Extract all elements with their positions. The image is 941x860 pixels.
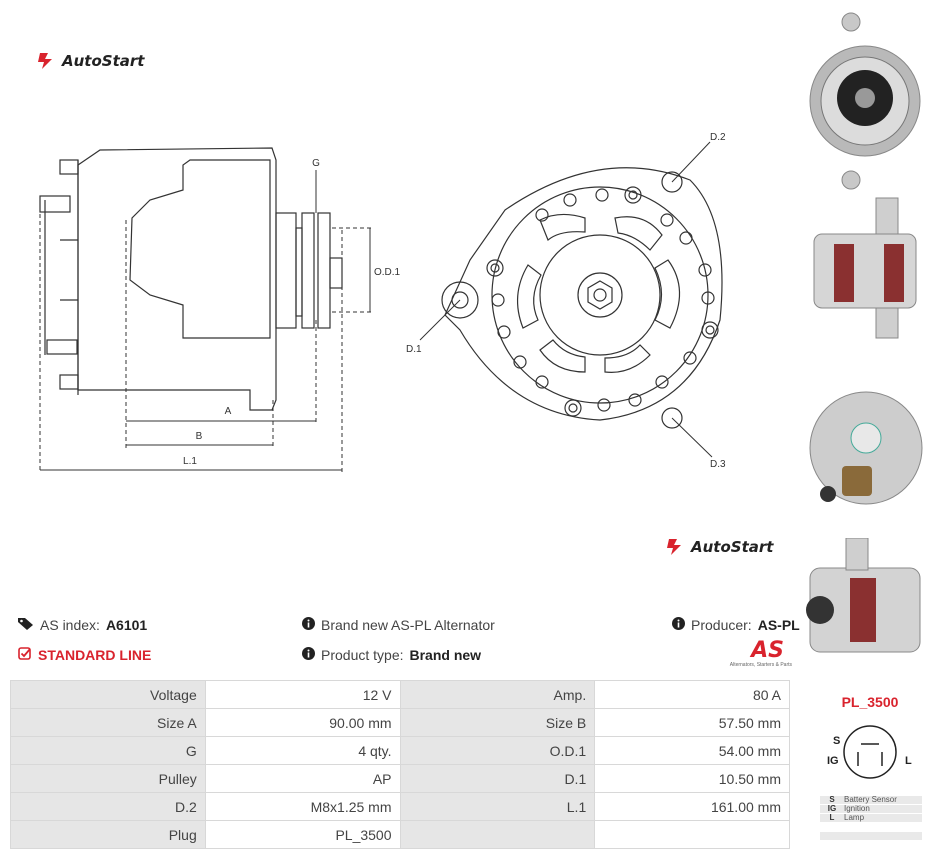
spec-value: 12 V — [204, 680, 401, 709]
product-photo-front — [806, 8, 924, 194]
plug-pin-ig: IG — [827, 755, 839, 767]
spec-value: PL_3500 — [204, 820, 401, 849]
legend-code: S — [829, 795, 835, 804]
d2-label: D.2 — [710, 132, 726, 143]
spec-value: 80 A — [594, 680, 790, 709]
legend-row: L Lamp — [820, 814, 922, 822]
spec-value: 4 qty. — [204, 736, 401, 765]
as-index-value: A6101 — [105, 617, 148, 633]
spec-label: Pulley — [10, 764, 206, 793]
info-icon — [672, 617, 685, 633]
spec-label: Size A — [10, 708, 206, 737]
d3-label: D.3 — [710, 459, 726, 470]
plug-pin-s: S — [833, 735, 840, 747]
dimension-lines — [39, 200, 372, 472]
tag-icon — [18, 617, 34, 633]
legend-row: IG Ignition — [820, 805, 922, 813]
dim-a-label: A — [225, 406, 232, 417]
producer-logo: AS Alternators, Starters & Parts — [704, 638, 792, 669]
spec-label: Plug — [10, 820, 206, 849]
spec-label: O.D.1 — [399, 736, 596, 765]
brand-logo: AutoStart — [36, 51, 144, 71]
spec-label: G — [10, 736, 206, 765]
brand-name: AutoStart — [62, 52, 145, 70]
plug-pin-l: L — [905, 755, 912, 767]
dim-g-label: G — [312, 158, 320, 169]
producer-tagline: Alternators, Starters & Parts — [729, 662, 792, 668]
spec-value: M8x1.25 mm — [204, 792, 401, 821]
front-view — [441, 167, 723, 429]
product-description: Brand new AS-PL Alternator — [302, 617, 495, 633]
plug-title: PL_3500 — [841, 694, 899, 710]
spec-value: 161.00 mm — [594, 792, 790, 821]
spec-label: L.1 — [399, 792, 596, 821]
autostart-logo-icon — [38, 53, 52, 69]
as-index-label: AS index: — [40, 617, 100, 633]
brand-logo-secondary: AutoStart — [665, 537, 773, 557]
dim-od1-label: O.D.1 — [374, 267, 401, 278]
product-photo-angle — [806, 538, 924, 674]
product-type-value: Brand new — [409, 647, 482, 663]
leader-lines — [419, 141, 713, 458]
producer-label: Producer: — [691, 617, 752, 633]
spec-label: Amp. — [399, 680, 596, 709]
spec-label: Voltage — [10, 680, 206, 709]
plug-legend: S Battery Sensor IG Ignition L Lamp — [820, 796, 922, 841]
legend-code: L — [829, 813, 835, 822]
legend-code: IG — [827, 804, 837, 813]
spec-label: D.1 — [399, 764, 596, 793]
description-text: Brand new AS-PL Alternator — [321, 617, 495, 633]
dim-l1-label: L.1 — [183, 456, 197, 467]
producer-value: AS-PL — [757, 617, 800, 633]
brand-name: AutoStart — [691, 538, 774, 556]
info-icon — [302, 647, 315, 663]
spec-value: 57.50 mm — [594, 708, 790, 737]
product-type: Product type: Brand new — [302, 647, 481, 663]
as-index: AS index: A6101 — [18, 617, 147, 633]
spec-label — [399, 820, 596, 849]
info-icon — [302, 617, 315, 633]
legend-row-empty — [820, 832, 922, 840]
spec-value — [594, 820, 790, 849]
spec-value: 54.00 mm — [594, 736, 790, 765]
producer-logo-mark: AS — [751, 638, 784, 663]
legend-row: S Battery Sensor — [820, 796, 922, 804]
side-view — [39, 147, 343, 411]
legend-desc: Ignition — [844, 804, 870, 813]
legend-desc: Lamp — [844, 813, 865, 822]
check-square-icon — [18, 647, 32, 663]
spec-label: D.2 — [10, 792, 206, 821]
d1-label: D.1 — [406, 344, 422, 355]
autostart-logo-icon — [667, 539, 681, 555]
spec-label: Size B — [399, 708, 596, 737]
plug-diagram: S IG L — [827, 725, 912, 779]
producer: Producer: AS-PL — [672, 617, 800, 633]
product-photo-rear — [806, 376, 924, 526]
technical-drawing: A B L.1 G O.D.1 D.1 D.2 D.3 — [39, 132, 726, 472]
spec-value: AP — [204, 764, 401, 793]
product-photo-side — [806, 196, 924, 344]
dimension-arrows — [40, 170, 371, 471]
product-type-label: Product type: — [321, 647, 404, 663]
standard-line: STANDARD LINE — [18, 647, 151, 663]
spec-value: 90.00 mm — [204, 708, 401, 737]
legend-desc: Battery Sensor — [844, 795, 897, 804]
dim-b-label: B — [196, 431, 203, 442]
spec-value: 10.50 mm — [594, 764, 790, 793]
standard-line-label: STANDARD LINE — [38, 647, 152, 663]
